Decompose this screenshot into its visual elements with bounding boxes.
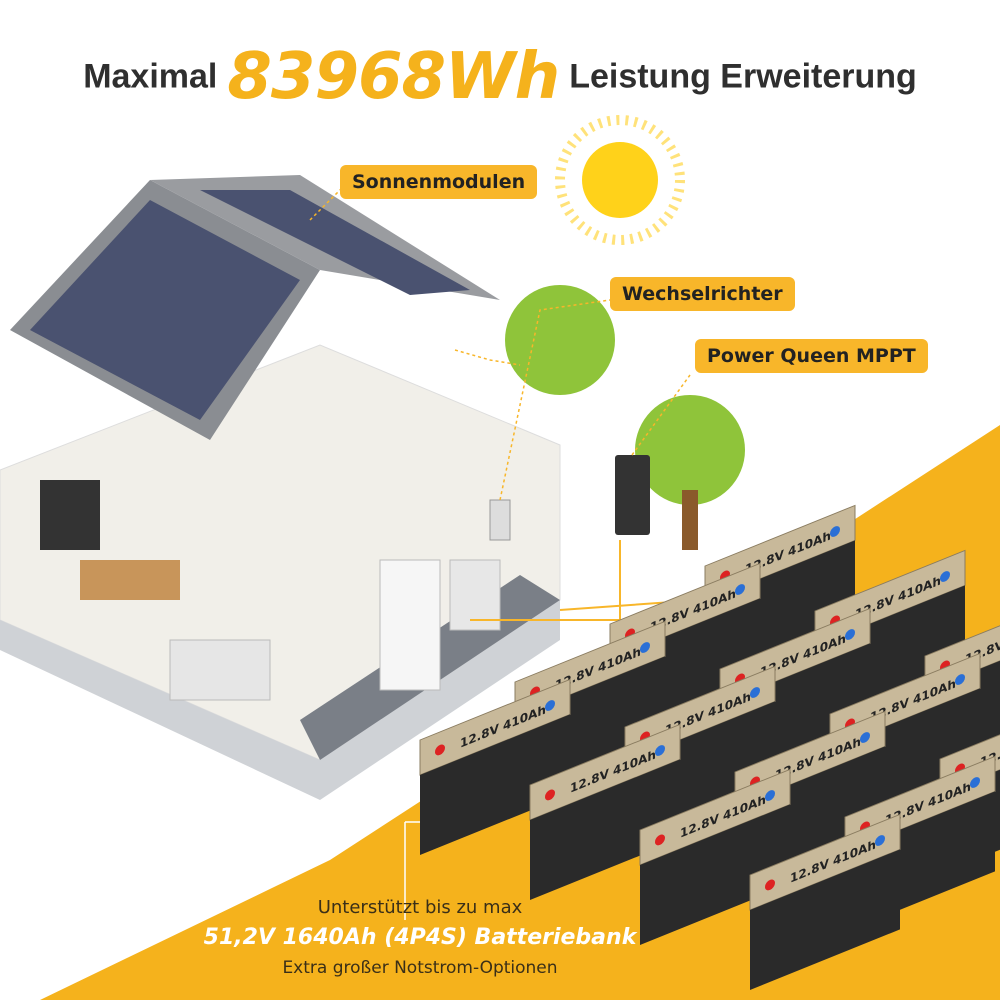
house [0,175,701,800]
mppt-controller [615,455,650,535]
backup-text: Extra großer Notstrom-Optionen [282,958,558,978]
label-inverter: Wechselrichter [610,277,795,311]
pointer-line [404,821,420,920]
inverter [489,499,511,541]
headline-prefix: Maximal [83,57,218,96]
label-mppt: Power Queen MPPT [695,339,928,373]
support-text: Unterstützt bis zu max [317,897,523,918]
sun-icon [555,115,685,245]
battery-bank-spec: 51,2V 1640Ah (4P4S) Batteriebank [203,925,637,950]
headline-highlight: 83968Wh [227,40,560,114]
headline-suffix: Leistung Erweiterung [569,57,917,96]
trees [505,285,745,550]
battery-bank: 12.8V 410Ah 12.8V 410Ah 12.8V 410Ah 12.8… [419,504,1000,990]
label-solar-panels: Sonnenmodulen [340,165,538,199]
battery: 12.8V 410Ah [419,678,571,855]
battery: 12.8V 410Ah [529,723,681,900]
